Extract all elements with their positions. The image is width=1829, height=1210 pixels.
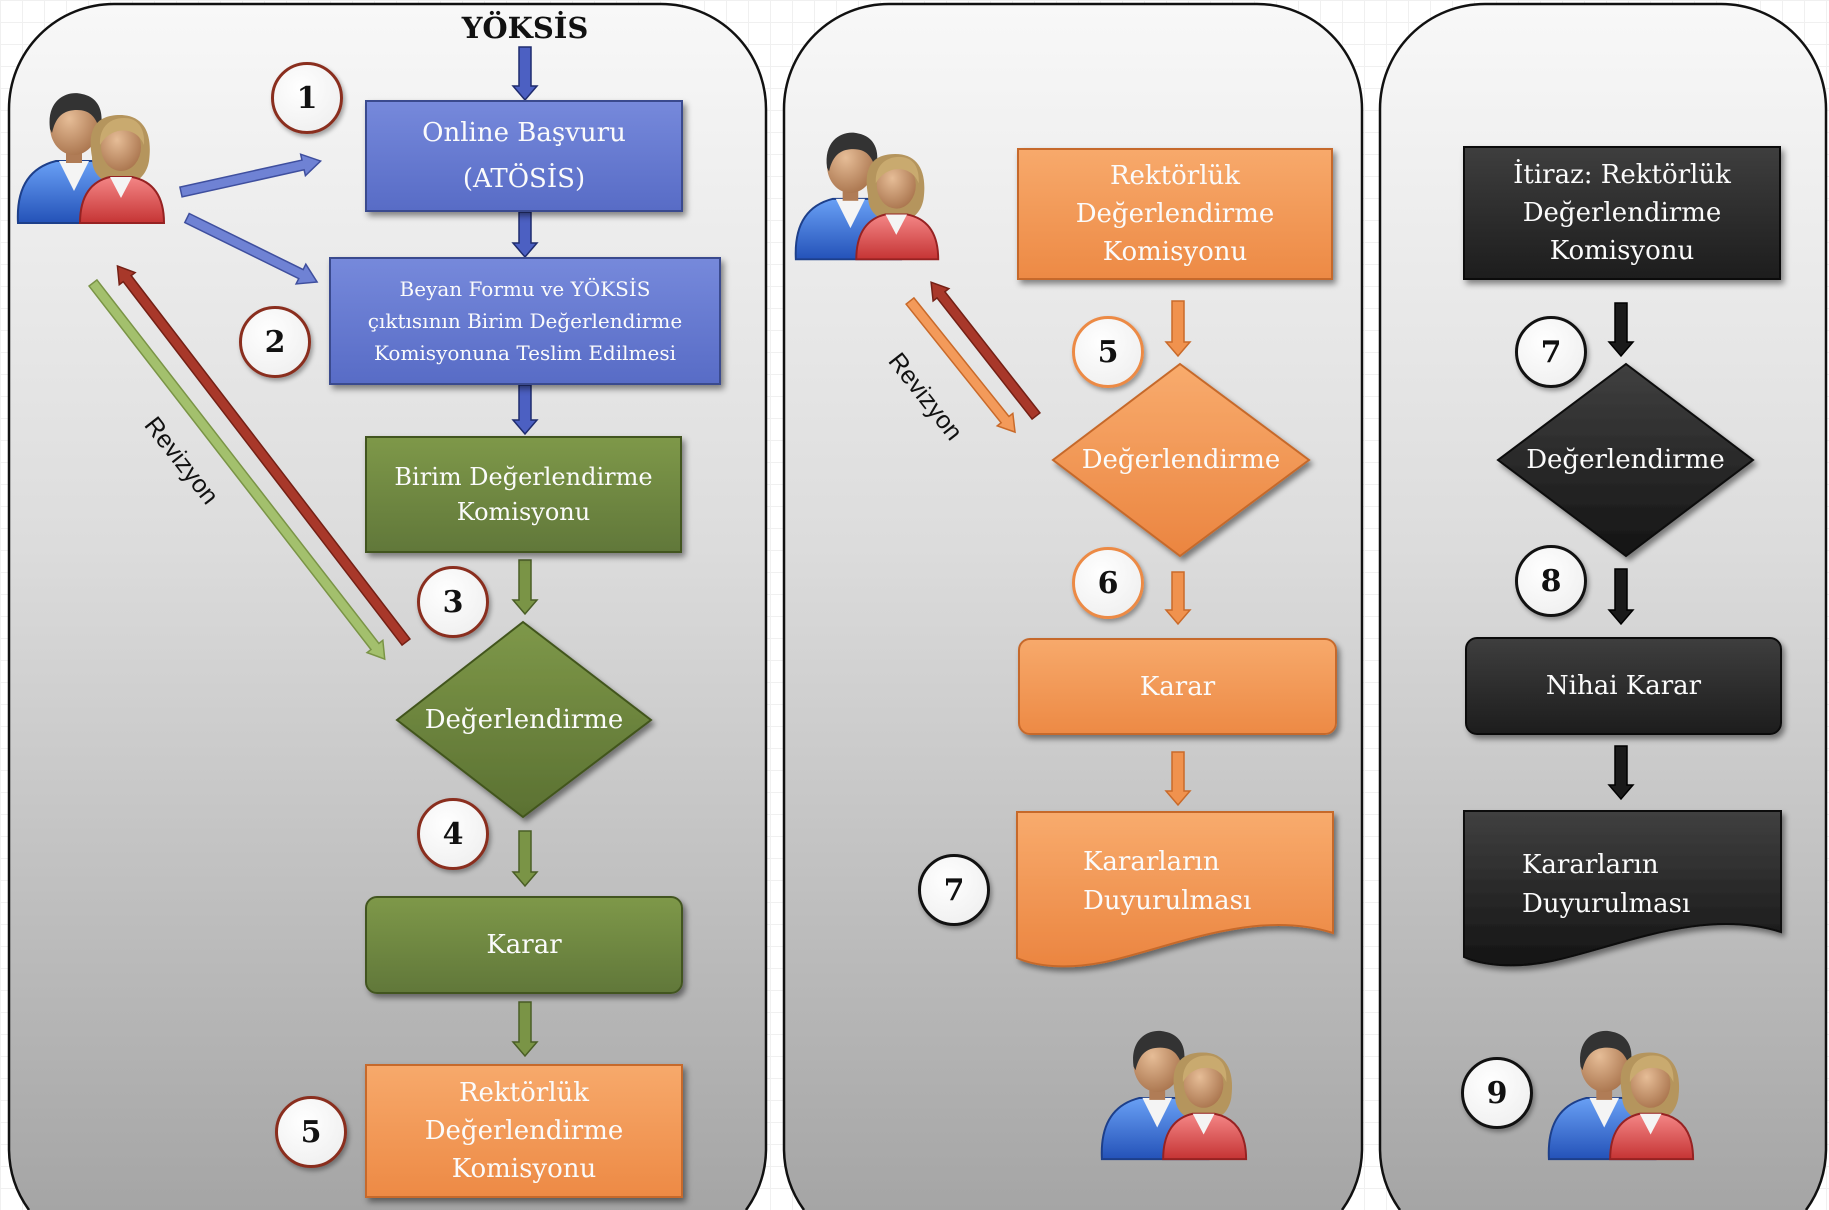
step-number-badge: 7 [1515,316,1587,388]
arrow-down-icon [511,830,539,888]
box-line: Komisyonuna Teslim Edilmesi [374,341,676,365]
revision-return-arrow [930,281,1041,421]
step-number-badge: 4 [417,798,489,870]
arrow-down-icon [511,559,539,616]
applicants-icon [16,92,166,224]
applicants-icon [1547,1029,1695,1161]
rectorate-committee-box-next: Rektörlük Değerlendirme Komisyonu [365,1064,683,1198]
arrow-right-icon [183,212,319,285]
box-line: Komisyonu [1549,236,1695,266]
submission-box: Beyan Formu ve YÖKSİS çıktısının Birim D… [329,257,721,385]
box-line: Karar [1139,671,1216,702]
box-line: Değerlendirme [1522,198,1722,228]
step-number-badge: 1 [271,62,343,134]
arrow-down-icon [1607,302,1635,358]
box-line: Beyan Formu ve YÖKSİS [399,277,651,301]
decision-box-rectorate: Karar [1018,638,1337,735]
arrow-diagonal-icon [116,264,412,647]
box-line: Değerlendirme [424,1116,624,1146]
arrow-diagonal-icon [930,281,1041,421]
box-line: Komisyonu [1102,237,1248,267]
source-system-title: YÖKSİS [461,11,589,45]
arrow-to-online-application [179,153,323,198]
arrow-down-icon [1164,571,1192,626]
box-line: Birim Değerlendirme [394,462,653,491]
final-decision-box: Nihai Karar [1465,637,1782,735]
arrow-down-icon [511,1001,539,1058]
step-number-badge: 9 [1461,1057,1533,1129]
arrow-down-icon [1164,751,1192,807]
arrow-down-icon [511,211,539,259]
rectorate-committee-box: Rektörlük Değerlendirme Komisyonu [1017,148,1333,280]
step-number-badge: 5 [275,1096,347,1168]
announcement-label-rectorate: Kararların Duyurulması [1083,843,1323,921]
evaluation-label-rectorate: Değerlendirme [1081,445,1281,475]
box-line: Nihai Karar [1545,671,1702,701]
decision-box-unit: Karar [365,896,683,994]
doc-line: Kararların [1522,850,1659,880]
decision-diamond-unit [395,620,653,819]
arrow-down-icon [511,46,539,102]
decision-diamond-objection [1496,362,1755,558]
announcement-label-objection: Kararların Duyurulması [1522,846,1762,924]
box-line: Değerlendirme [1075,199,1275,229]
step-number-badge: 5 [1072,316,1144,388]
doc-line: Duyurulması [1083,886,1252,916]
evaluation-label-unit: Değerlendirme [424,705,624,735]
step-number-badge: 8 [1515,545,1587,617]
arrow-diagonal-icon [905,296,1016,434]
unit-committee-box: Birim Değerlendirme Komisyonu [365,436,682,553]
revision-return-arrow [116,264,412,647]
box-line: Karar [486,930,562,960]
arrow-down-icon [1164,300,1192,358]
box-line: (ATÖSİS) [462,164,586,194]
applicants-icon [1100,1029,1248,1161]
step-number-badge: 2 [239,306,311,378]
arrow-down-icon [1607,568,1635,626]
step-number-badge: 7 [918,854,990,926]
box-line: Rektörlük [458,1078,590,1108]
arrow-down-icon [511,384,539,436]
step-number-badge: 6 [1072,547,1144,619]
document-shape-objection [1463,810,1782,967]
applicants-icon [794,131,940,261]
revision-forward-arrow [87,278,386,661]
arrow-right-icon [179,153,323,198]
box-line: Komisyonu [456,497,591,526]
document-shape-rectorate [1016,811,1334,968]
decision-diamond-rectorate [1051,362,1311,558]
doc-line: Kararların [1083,847,1220,877]
box-line: Online Başvuru [422,118,626,148]
box-line: Komisyonu [451,1154,597,1184]
objection-committee-box: İtiraz: Rektörlük Değerlendirme Komisyon… [1463,146,1781,280]
box-line: Rektörlük [1109,161,1241,191]
arrow-down-icon [1607,745,1635,801]
box-line: İtiraz: Rektörlük [1513,160,1731,190]
doc-line: Duyurulması [1522,889,1691,919]
arrow-diagonal-icon [87,278,386,661]
arrow-to-submission [183,212,319,285]
evaluation-label-objection: Değerlendirme [1526,445,1725,475]
step-number-badge: 3 [417,566,489,638]
online-application-box: Online Başvuru (ATÖSİS) [365,100,683,212]
revision-forward-arrow [905,296,1016,434]
box-line: çıktısının Birim Değerlendirme [367,309,683,333]
